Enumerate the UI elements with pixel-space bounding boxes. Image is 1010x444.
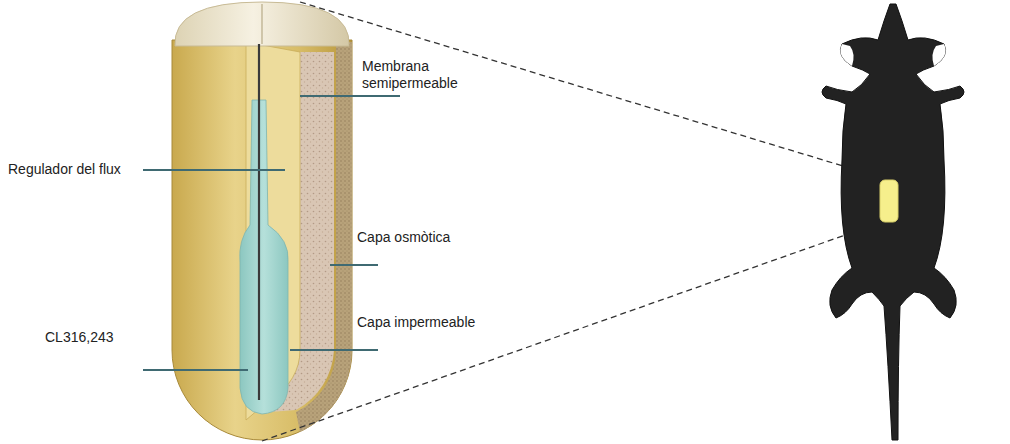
flow-regulator: [258, 44, 260, 400]
part-label: Membrana semipermeable: [362, 58, 480, 92]
zoom-lines: [262, 2, 896, 441]
drug-label: CL316,243: [45, 329, 114, 346]
part-label: Capa impermeable: [357, 314, 475, 331]
mouse-ear: [840, 44, 853, 66]
part-label: Regulador del flux: [8, 161, 121, 178]
part-label: Capa osmòtica: [357, 229, 450, 246]
drug-reservoir: [240, 100, 288, 414]
mouse-ear: [932, 44, 945, 66]
cap-slit: [261, 4, 262, 44]
implanted-pump: [880, 180, 898, 222]
mouse-silhouette: [822, 4, 964, 440]
pump-body: [172, 40, 352, 440]
